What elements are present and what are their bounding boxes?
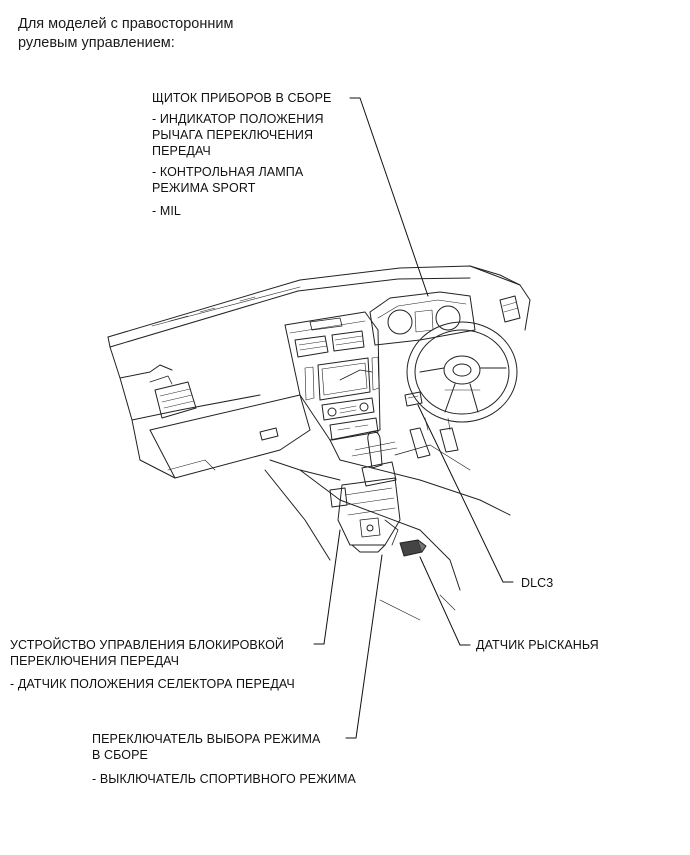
console <box>264 439 511 621</box>
sport-mode-switch-label: - ВЫКЛЮЧАТЕЛЬ СПОРТИВНОГО РЕЖИМА <box>92 772 356 786</box>
leader-shift-lock <box>313 529 341 645</box>
cluster-sub-sport-lamp-1: - КОНТРОЛЬНАЯ ЛАМПА <box>152 165 304 179</box>
mode-switch-label-1: ПЕРЕКЛЮЧАТЕЛЬ ВЫБОРА РЕЖИМА <box>92 732 321 746</box>
leader-yaw-sensor <box>419 556 471 646</box>
cluster-sub-gear-indicator-1: - ИНДИКАТОР ПОЛОЖЕНИЯ <box>152 112 324 126</box>
steering-wheel <box>406 321 518 423</box>
leader-dlc3 <box>417 404 514 583</box>
cluster-label: ЩИТОК ПРИБОРОВ В СБОРЕ <box>152 91 332 105</box>
mode-switch-label-2: В СБОРЕ <box>92 748 148 762</box>
shift-lock-label-2: ПЕРЕКЛЮЧЕНИЯ ПЕРЕДАЧ <box>10 654 180 668</box>
page-title-line2: рулевым управлением: <box>18 35 175 51</box>
cluster-sub-gear-indicator-3: ПЕРЕДАЧ <box>152 144 211 158</box>
dashboard-right <box>339 265 531 381</box>
yaw-sensor-label: ДАТЧИК РЫСКАНЬЯ <box>476 638 599 652</box>
shift-lock-label-1: УСТРОЙСТВО УПРАВЛЕНИЯ БЛОКИРОВКОЙ <box>10 638 285 652</box>
pedals <box>409 417 459 459</box>
leader-mode-switch <box>345 554 383 739</box>
dashboard-body <box>107 265 521 479</box>
cluster-sub-sport-lamp-2: РЕЖИМА SPORT <box>152 181 256 195</box>
cluster-sub-gear-indicator-2: РЫЧАГА ПЕРЕКЛЮЧЕНИЯ <box>152 128 314 142</box>
cluster-sub-mil: - MIL <box>152 204 181 218</box>
shift-position-sensor-label: - ДАТЧИК ПОЛОЖЕНИЯ СЕЛЕКТОРА ПЕРЕДАЧ <box>10 677 295 691</box>
yaw-rate-sensor <box>399 539 427 557</box>
leader-cluster <box>349 97 429 297</box>
instrument-cluster <box>369 291 476 346</box>
dlc3-connector <box>404 391 423 407</box>
shift-lock-assembly <box>329 477 401 553</box>
leader-lines <box>313 97 514 739</box>
center-stack <box>284 311 381 441</box>
gear-shifter <box>351 431 398 487</box>
dlc3-label: DLC3 <box>521 576 554 590</box>
page-title-line1: Для моделей с правосторонним <box>18 16 234 32</box>
